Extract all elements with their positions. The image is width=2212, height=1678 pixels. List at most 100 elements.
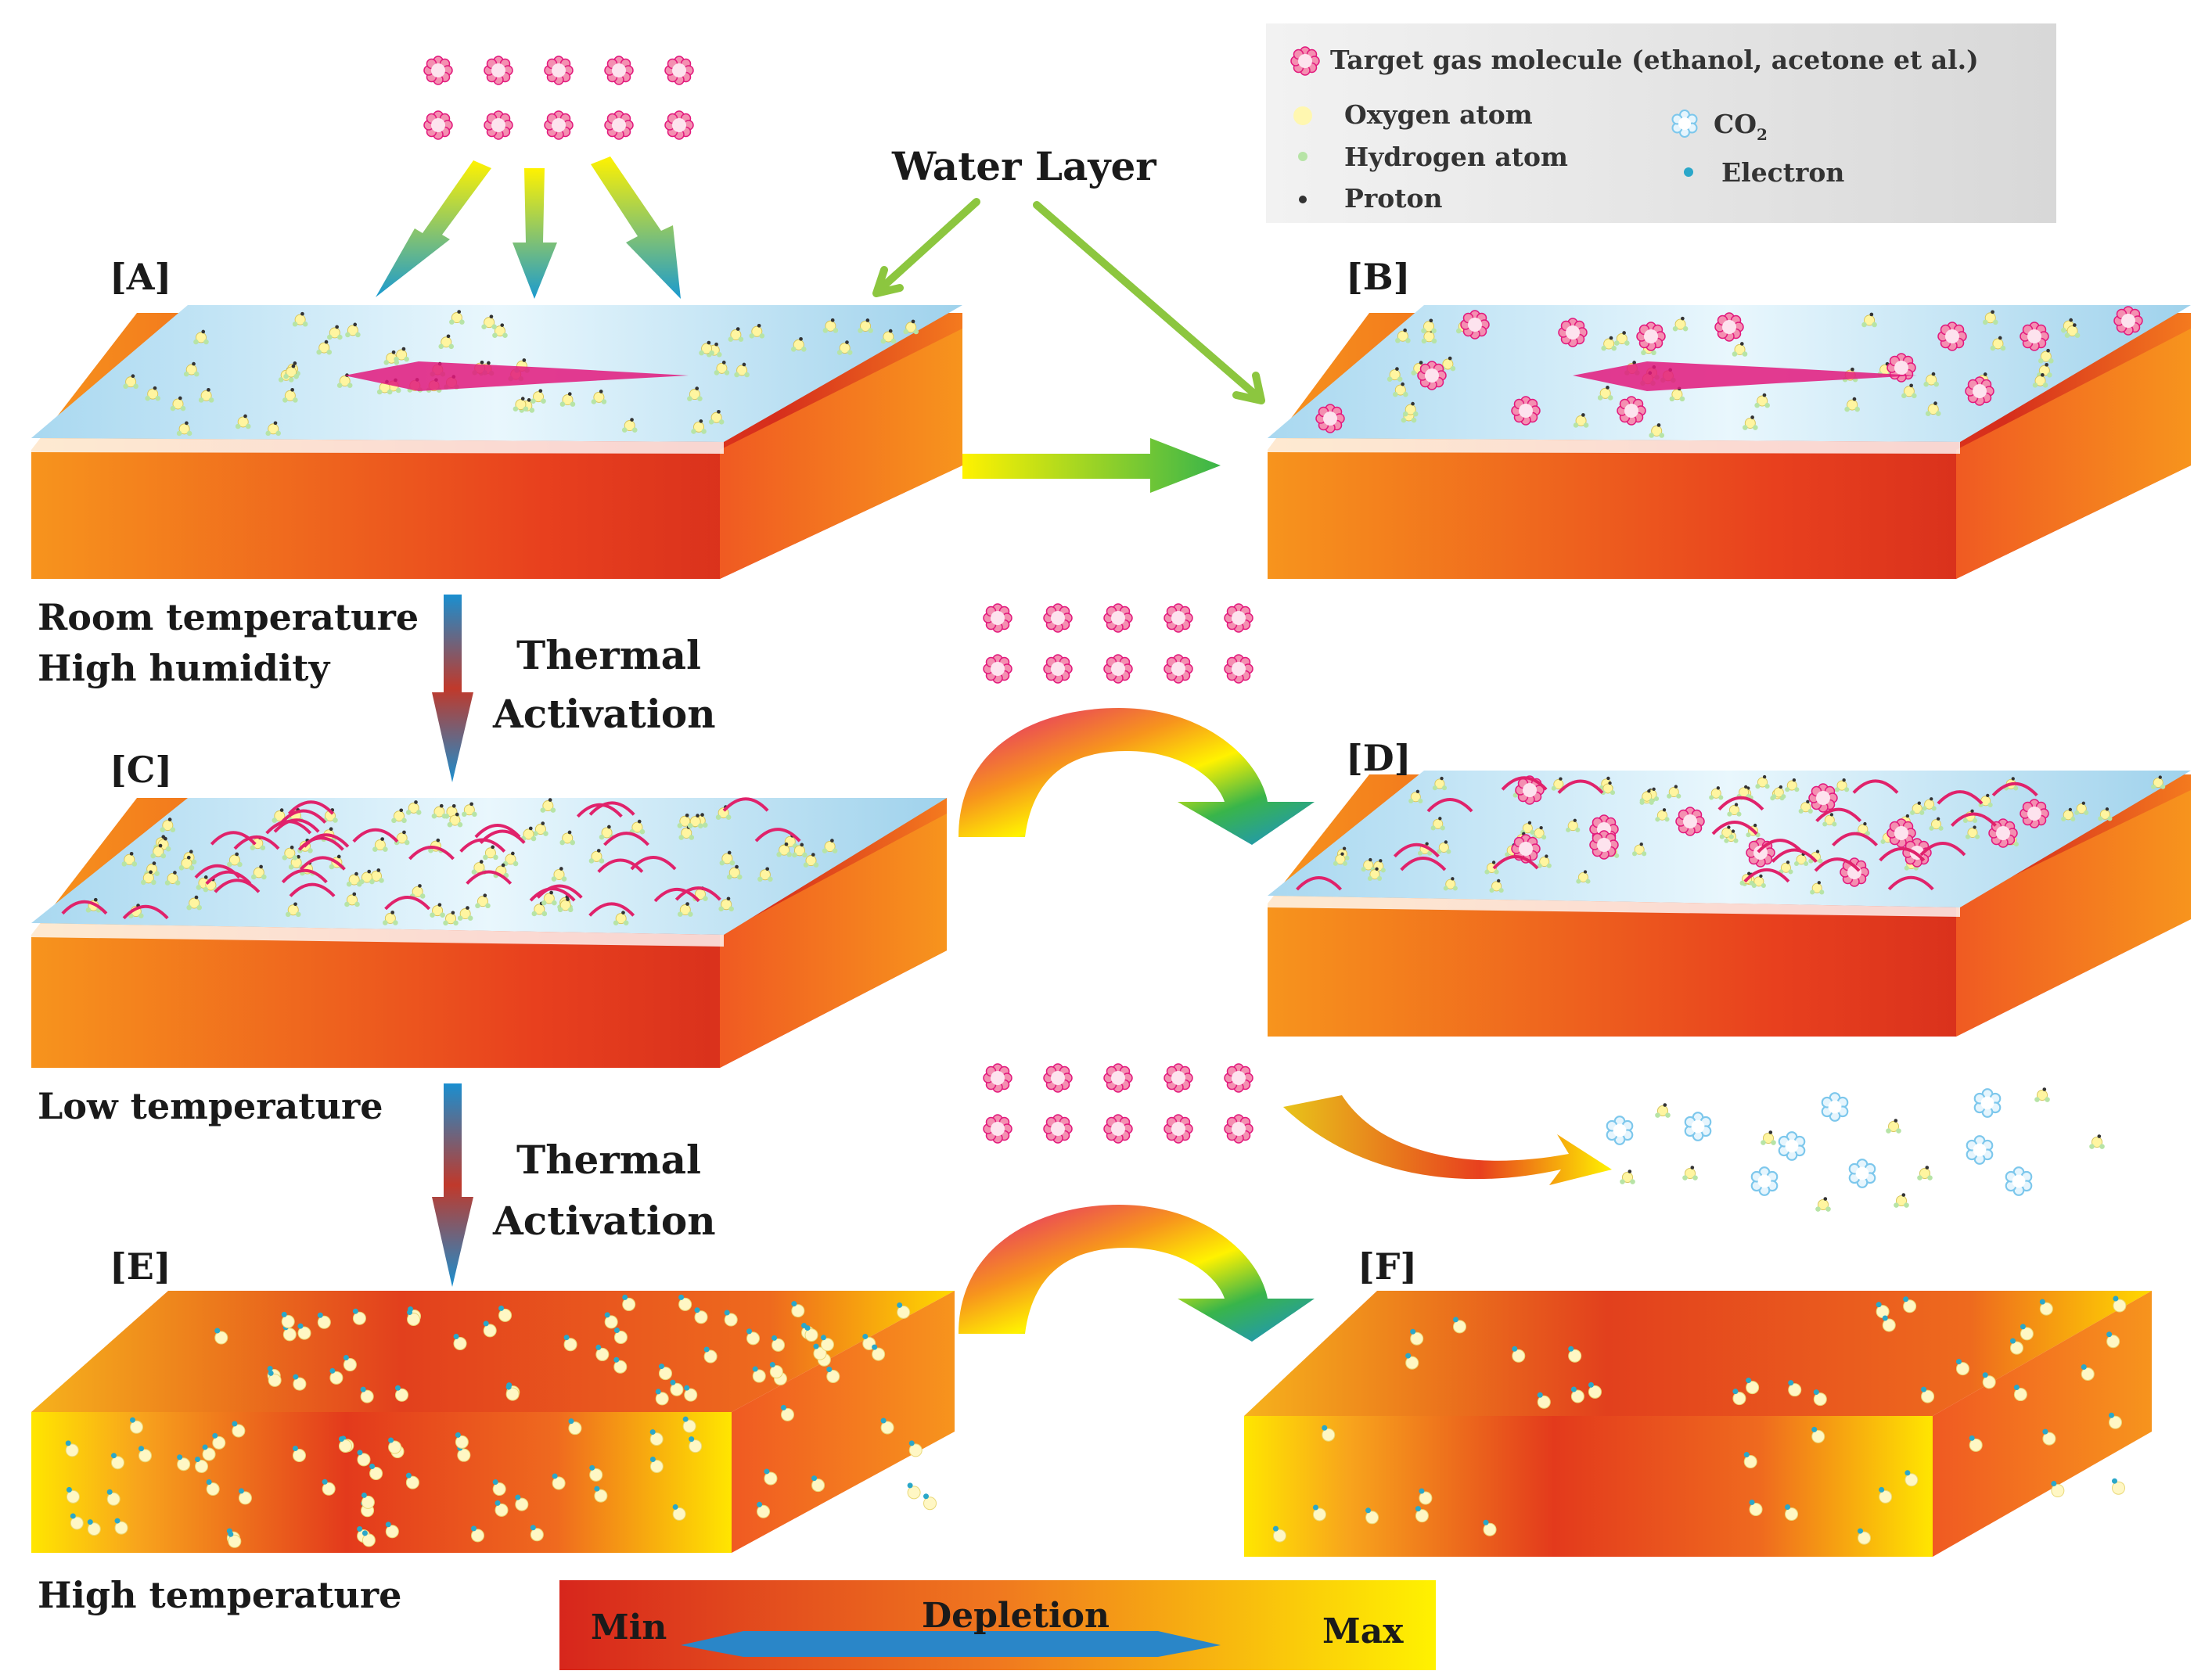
legend-co2: CO2 xyxy=(1714,109,1768,144)
panel-d-side xyxy=(1956,790,2191,1037)
proton-hop-arc xyxy=(754,828,801,843)
panel-d-label: [D] xyxy=(1346,737,1411,779)
panel-b-conduction-arrow xyxy=(1573,361,1917,391)
gas-molecule-icon xyxy=(983,654,1012,684)
panel-f-slab xyxy=(1244,1291,2152,1557)
co2-legend-icon xyxy=(1671,110,1698,138)
gas-molecule-icon xyxy=(1460,310,1490,340)
e-to-f-curved-arrow xyxy=(959,1205,1315,1342)
proton-hop-arc xyxy=(205,870,252,886)
proton-hop-arc xyxy=(1919,842,1966,857)
proton-hop-arc xyxy=(265,820,312,835)
proton-legend-icon xyxy=(1299,196,1307,203)
activation-label-2: Activation xyxy=(492,1198,716,1244)
gas-molecule-icon xyxy=(2020,799,2049,828)
proton-hop-arc xyxy=(536,884,583,899)
water-molecule-icon xyxy=(1885,1118,1902,1134)
water-molecule-icon xyxy=(1815,1196,1832,1213)
colorbar-double-arrow xyxy=(681,1631,1221,1657)
gas-molecule-icon xyxy=(983,603,1012,633)
proton-hop-arc xyxy=(653,888,700,903)
gas-molecule-icon xyxy=(1043,603,1073,633)
gas-molecule-icon xyxy=(544,110,574,140)
proton-hop-arc xyxy=(1814,857,1861,872)
panel-a-side xyxy=(720,329,962,579)
proton-hop-arc xyxy=(588,801,635,816)
panel-f-side xyxy=(1933,1291,2152,1557)
gas-molecule-icon xyxy=(1886,353,1916,383)
c-to-d-curved-arrow xyxy=(959,708,1315,845)
water-molecule-icon xyxy=(1760,1130,1777,1146)
proton-hop-arc xyxy=(630,856,677,871)
proton-hop-arc xyxy=(352,828,399,843)
water-molecule-icon xyxy=(1654,1102,1671,1119)
gas-molecule-icon xyxy=(484,110,513,140)
gas-molecule-icon xyxy=(544,56,574,85)
room-temperature-label: Room temperature xyxy=(38,596,419,638)
adsorbed-oxygen-icon xyxy=(923,1493,937,1511)
a-to-b-arrow xyxy=(962,438,1221,493)
co2-molecule-icon xyxy=(1778,1131,1806,1161)
colorbar-min: Min xyxy=(591,1608,667,1647)
panel-c-label: [C] xyxy=(110,749,172,791)
co2-molecule-icon xyxy=(1684,1112,1712,1141)
proton-hop-arc xyxy=(1426,798,1473,813)
target-gas-legend-icon xyxy=(1290,46,1320,76)
panel-a-slab xyxy=(31,305,962,579)
low-temperature-label: Low temperature xyxy=(38,1085,383,1127)
panel-a-label: [A] xyxy=(110,256,171,298)
legend-box: Target gas molecule (ethanol, acetone et… xyxy=(1266,23,2056,223)
proton-hop-arc xyxy=(1771,848,1818,863)
adsorbed-oxygen-icon xyxy=(907,1482,921,1500)
proton-hop-arc xyxy=(408,846,455,861)
proton-hop-arc xyxy=(280,809,327,824)
proton-hop-arc xyxy=(287,800,334,815)
legend-oxygen: Oxygen atom xyxy=(1344,99,1533,130)
proton-hop-arc xyxy=(1879,847,1926,862)
proton-hop-arc xyxy=(1887,875,1934,891)
legend-background xyxy=(1266,23,2056,223)
high-temperature-label: High temperature xyxy=(38,1574,401,1616)
proton-hop-arc xyxy=(597,858,644,873)
proton-hop-arc xyxy=(303,833,350,848)
proton-hop-arc xyxy=(1557,779,1604,794)
gas-molecule-icon xyxy=(1164,603,1193,633)
proton-hop-arc xyxy=(281,868,328,884)
water-molecule-icon xyxy=(1681,1165,1699,1181)
adsorption-arrow-left xyxy=(376,160,491,297)
proton-hop-arc xyxy=(459,838,506,853)
panel-c-side xyxy=(720,814,947,1068)
gas-molecule-icon xyxy=(1417,361,1447,390)
proton-hop-arc xyxy=(1937,790,1984,805)
gas-molecule-icon xyxy=(664,110,694,140)
gas-molecule-icon xyxy=(1636,322,1666,351)
proton-hop-arc xyxy=(722,797,769,812)
water-layer-arrow-right xyxy=(1033,201,1260,399)
water-molecule-icon xyxy=(2034,1087,2051,1103)
proton-hop-arc xyxy=(1950,812,1997,827)
gas-molecule-icon xyxy=(423,56,453,85)
gas-molecule-icon xyxy=(1224,1114,1253,1144)
proton-hop-arc xyxy=(1501,776,1548,791)
thermal-label-1: Thermal xyxy=(516,632,701,678)
water-layer-arrow-left xyxy=(880,198,980,289)
proton-hop-arc xyxy=(588,902,635,917)
gas-molecule-icon xyxy=(1589,830,1619,860)
proton-hop-arc xyxy=(1852,779,1899,794)
gas-molecule-icon xyxy=(1558,318,1588,347)
gas-molecule-icon xyxy=(1315,404,1345,433)
gas-molecule-icon xyxy=(1164,1114,1193,1144)
proton-hop-arc xyxy=(1991,782,2038,797)
proton-hop-arc xyxy=(289,882,336,897)
proton-hop-arc xyxy=(1400,857,1447,871)
panel-e-slab xyxy=(31,1291,955,1553)
gas-molecule-icon xyxy=(1965,376,1994,406)
gas-molecule-icon xyxy=(1103,1063,1133,1093)
gas-molecule-icon xyxy=(604,110,634,140)
gas-molecule-icon xyxy=(2113,306,2143,336)
proton-hop-arc xyxy=(194,864,241,879)
co2-molecule-icon xyxy=(1973,1088,2002,1118)
panel-f-front xyxy=(1244,1416,1933,1557)
proton-hop-arc xyxy=(273,818,320,833)
